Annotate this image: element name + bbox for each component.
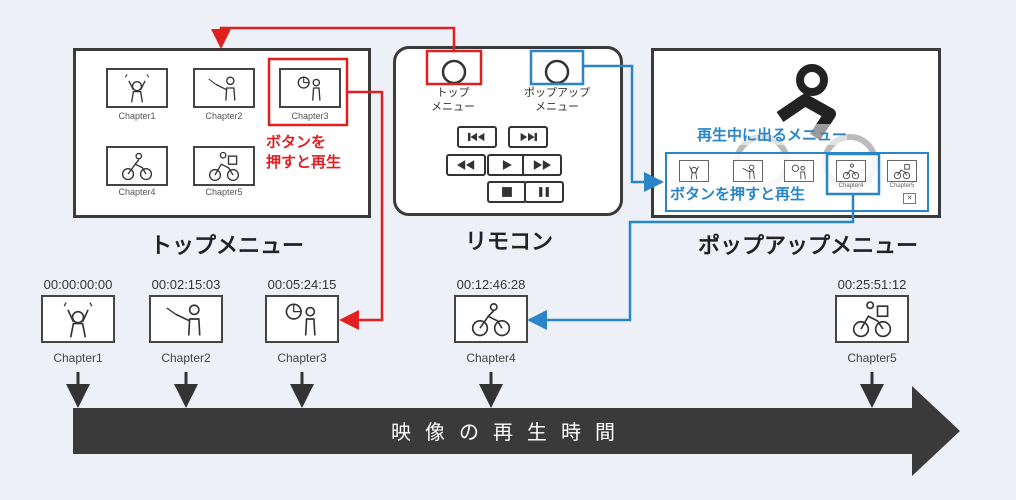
timeline-thumb-chapter4[interactable] [454,295,528,343]
popup-close-icon[interactable]: ✕ [903,193,916,204]
skip-back-button[interactable] [457,126,497,148]
timeline-chapter-name: Chapter4 [466,351,516,365]
chart-person-icon [791,164,806,180]
timeline-timestamp: 00:25:51:12 [837,277,907,292]
top-menu-caption: Chapter2 [205,111,243,121]
label-line: メニュー [535,100,579,113]
chart-person-icon [297,76,321,101]
fast-forward-icon [533,160,551,170]
rewind-button[interactable] [446,154,486,176]
timeline-thumb-chapter1[interactable] [41,295,115,343]
timeline-chapter-name: Chapter5 [847,351,897,365]
chart-person-icon [285,303,316,336]
skip-back-icon [468,132,485,142]
label-line: ポップアップ [524,86,590,99]
top-menu-thumb-chapter4[interactable] [106,146,168,186]
popup-thumb-caption: Chapter4 [838,183,864,189]
skip-forward-button[interactable] [508,126,548,148]
remote-title: リモコン [465,230,554,255]
cheer-icon [63,302,93,338]
top-menu-button-label: トップ メニュー [413,86,493,114]
label-line: メニュー [431,100,475,113]
timeline-timestamp: 00:05:24:15 [267,277,337,292]
cheer-icon [689,166,699,180]
bicycle-icon [842,163,860,180]
timeline-chapter-name: Chapter2 [161,351,211,365]
timeline-timestamp: 00:12:46:28 [456,277,526,292]
stop-button[interactable] [487,181,527,203]
bicycle-icon [121,152,153,181]
top-menu-thumb-chapter5[interactable] [193,146,255,186]
top-menu-caption: Chapter5 [205,187,243,197]
popup-menu-heading: 再生中に出るメニュー [697,124,848,145]
delivery-bike-icon [852,301,892,338]
pause-button[interactable] [524,181,564,203]
delivery-bike-icon [208,151,240,182]
play-button[interactable] [487,154,527,176]
cheer-icon [124,74,150,103]
timeline-bar [73,408,918,454]
popup-thumb-chapter4[interactable] [836,160,866,182]
delivery-bike-icon [893,164,911,180]
timeline-thumb-chapter3[interactable] [265,295,339,343]
top-menu-button[interactable] [440,58,468,86]
popup-menu-title: ポップアップメニュー [698,234,919,259]
presenter-icon [166,304,201,336]
top-menu-caption: Chapter3 [291,111,329,121]
top-menu-title: トップメニュー [150,234,305,259]
timeline-label: 映像の再生時間 [391,420,629,444]
popup-thumb-chapter2[interactable] [733,160,763,182]
top-menu-caption: Chapter4 [118,187,156,197]
popup-menu-button-label: ポップアップ メニュー [507,86,607,114]
label-line: トップ [436,86,470,99]
popup-menu-callout: ボタンを押すと再生 [670,183,806,204]
popup-thumb-chapter1[interactable] [679,160,709,182]
top-menu-caption: Chapter1 [118,111,156,121]
stop-icon [502,187,512,197]
timeline-timestamp: 00:02:15:03 [151,277,221,292]
rewind-icon [457,160,475,170]
popup-thumb-caption: Chapter5 [889,183,915,189]
top-menu-thumb-chapter1[interactable] [106,68,168,108]
popup-thumb-chapter3[interactable] [784,160,814,182]
callout-line: ボタンを [266,133,327,151]
timeline-arrowhead [912,386,960,476]
timeline-chapter-name: Chapter3 [277,351,327,365]
popup-menu-button[interactable] [543,58,571,86]
top-menu-thumb-chapter3[interactable] [279,68,341,108]
top-menu-callout: ボタンを 押すと再生 [266,132,341,172]
play-icon [502,160,512,170]
timeline-thumb-chapter5[interactable] [835,295,909,343]
timeline-timestamp: 00:00:00:00 [43,277,113,292]
callout-line: 押すと再生 [266,153,342,171]
top-menu-thumb-chapter2[interactable] [193,68,255,108]
fast-forward-button[interactable] [522,154,562,176]
timeline-chapter-name: Chapter1 [53,351,103,365]
presenter-icon [742,164,755,180]
bicycle-icon [471,303,511,337]
timeline-thumb-chapter2[interactable] [149,295,223,343]
pause-icon [539,187,549,197]
presenter-icon [208,76,236,101]
skip-forward-icon [520,132,537,142]
popup-thumb-chapter5[interactable] [887,160,917,182]
